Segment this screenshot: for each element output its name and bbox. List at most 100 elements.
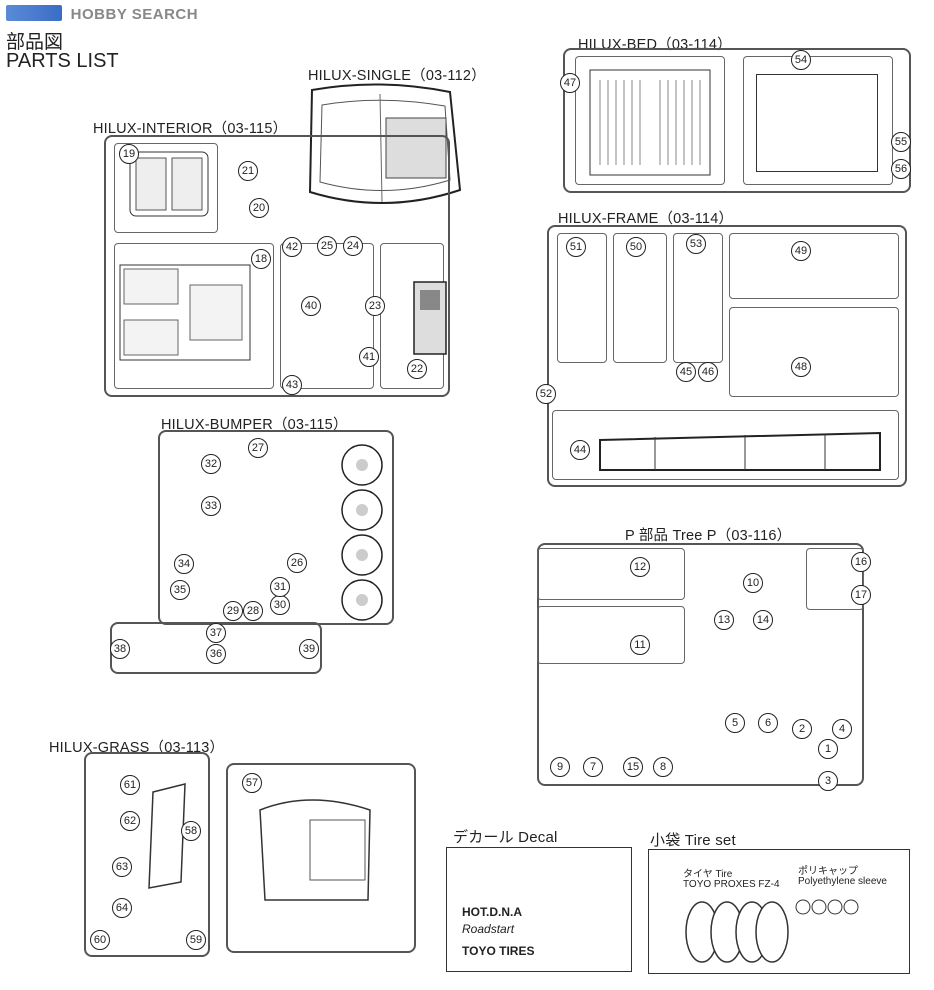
tire-label-jp: タイヤ Tire [683, 869, 733, 880]
part-callout-58: 58 [181, 821, 201, 841]
part-callout-54: 54 [791, 50, 811, 70]
part-callout-22: 22 [407, 359, 427, 379]
chassis-frame [599, 431, 881, 471]
decal-sheet [446, 847, 632, 972]
part-callout-64: 64 [112, 898, 132, 918]
part-callout-44: 44 [570, 440, 590, 460]
page-title-en: PARTS LIST [6, 50, 119, 72]
part-callout-51: 51 [566, 237, 586, 257]
part-callout-19: 19 [119, 144, 139, 164]
part-callout-11: 11 [630, 635, 650, 655]
sprue-interior [104, 135, 450, 397]
polycap-icon [795, 899, 859, 915]
tireset-title: 小袋 Tire set [650, 832, 736, 849]
frame-cell-53 [673, 233, 723, 363]
part-callout-25: 25 [317, 236, 337, 256]
interior-floor [119, 264, 251, 361]
part-callout-38: 38 [110, 639, 130, 659]
frame-cell-51 [557, 233, 607, 363]
engine-block [413, 281, 447, 355]
group-title-interior: HILUX-INTERIOR（03-115） [93, 121, 288, 137]
part-callout-39: 39 [299, 639, 319, 659]
part-callout-30: 30 [270, 595, 290, 615]
hilux-single-body [308, 83, 462, 205]
part-callout-5: 5 [725, 713, 745, 733]
group-title-frame: HILUX-FRAME（03-114） [558, 211, 734, 227]
page-title-jp: 部品図 [6, 32, 64, 53]
sprue-bumper [158, 430, 394, 625]
part-callout-1: 1 [818, 739, 838, 759]
part-callout-37: 37 [206, 623, 226, 643]
cap-label-en: Polyethylene sleeve [798, 876, 887, 887]
bed-floor-cell [575, 56, 725, 185]
part-callout-40: 40 [301, 296, 321, 316]
treep-cell-11 [537, 606, 685, 664]
frame-cell-49 [729, 233, 899, 299]
frame-cell-48 [729, 307, 899, 397]
part-callout-29: 29 [223, 601, 243, 621]
part-callout-52: 52 [536, 384, 556, 404]
part-callout-45: 45 [676, 362, 696, 382]
part-callout-12: 12 [630, 557, 650, 577]
part-callout-57: 57 [242, 773, 262, 793]
part-callout-16: 16 [851, 552, 871, 572]
part-callout-24: 24 [343, 236, 363, 256]
part-callout-61: 61 [120, 775, 140, 795]
part-callout-21: 21 [238, 161, 258, 181]
windshield-58 [148, 783, 186, 889]
tire-label-en: TOYO PROXES FZ-4 [683, 879, 780, 890]
sprue-grass [84, 752, 210, 957]
part-callout-18: 18 [251, 249, 271, 269]
part-callout-28: 28 [243, 601, 263, 621]
part-callout-13: 13 [714, 610, 734, 630]
tireset-box [648, 849, 910, 974]
part-callout-17: 17 [851, 585, 871, 605]
tire-icon [685, 901, 789, 963]
part-callout-23: 23 [365, 296, 385, 316]
part-callout-15: 15 [623, 757, 643, 777]
interior-parts-cell [280, 243, 374, 389]
part-callout-56: 56 [891, 159, 911, 179]
part-callout-48: 48 [791, 357, 811, 377]
part-callout-9: 9 [550, 757, 570, 777]
part-callout-35: 35 [170, 580, 190, 600]
part-callout-59: 59 [186, 930, 206, 950]
watermark-logo-icon [6, 5, 62, 21]
part-callout-7: 7 [583, 757, 603, 777]
part-callout-53: 53 [686, 234, 706, 254]
decal-line-1: HOT.D.N.A [462, 905, 522, 919]
sprue-frame [547, 225, 907, 487]
part-callout-63: 63 [112, 857, 132, 877]
sprue-treep [537, 543, 864, 786]
decal-line-3: TOYO TIRES [462, 944, 535, 958]
bed-panel [756, 74, 878, 172]
part-callout-43: 43 [282, 375, 302, 395]
part-callout-50: 50 [626, 237, 646, 257]
part-callout-46: 46 [698, 362, 718, 382]
part-callout-6: 6 [758, 713, 778, 733]
treep-cell-16-17 [806, 548, 864, 610]
interior-seat [129, 151, 209, 217]
part-callout-26: 26 [287, 553, 307, 573]
part-callout-47: 47 [560, 73, 580, 93]
decal-title: デカール Decal [453, 829, 558, 846]
part-callout-2: 2 [792, 719, 812, 739]
part-callout-33: 33 [201, 496, 221, 516]
frame-cell-50 [613, 233, 667, 363]
sprue-grass-57 [226, 763, 416, 953]
part-callout-36: 36 [206, 644, 226, 664]
treep-cell-12 [537, 548, 685, 600]
part-callout-4: 4 [832, 719, 852, 739]
cap-label-jp: ポリキャップ [798, 866, 858, 877]
part-callout-32: 32 [201, 454, 221, 474]
interior-seat-cell [114, 143, 218, 233]
part-callout-41: 41 [359, 347, 379, 367]
watermark-text: HOBBY SEARCH [70, 6, 199, 23]
part-callout-27: 27 [248, 438, 268, 458]
part-callout-31: 31 [270, 577, 290, 597]
bed-floor [589, 69, 711, 176]
interior-floor-cell [114, 243, 274, 389]
part-callout-42: 42 [282, 237, 302, 257]
group-title-treep: P 部品 Tree P（03-116） [625, 528, 792, 544]
part-callout-62: 62 [120, 811, 140, 831]
